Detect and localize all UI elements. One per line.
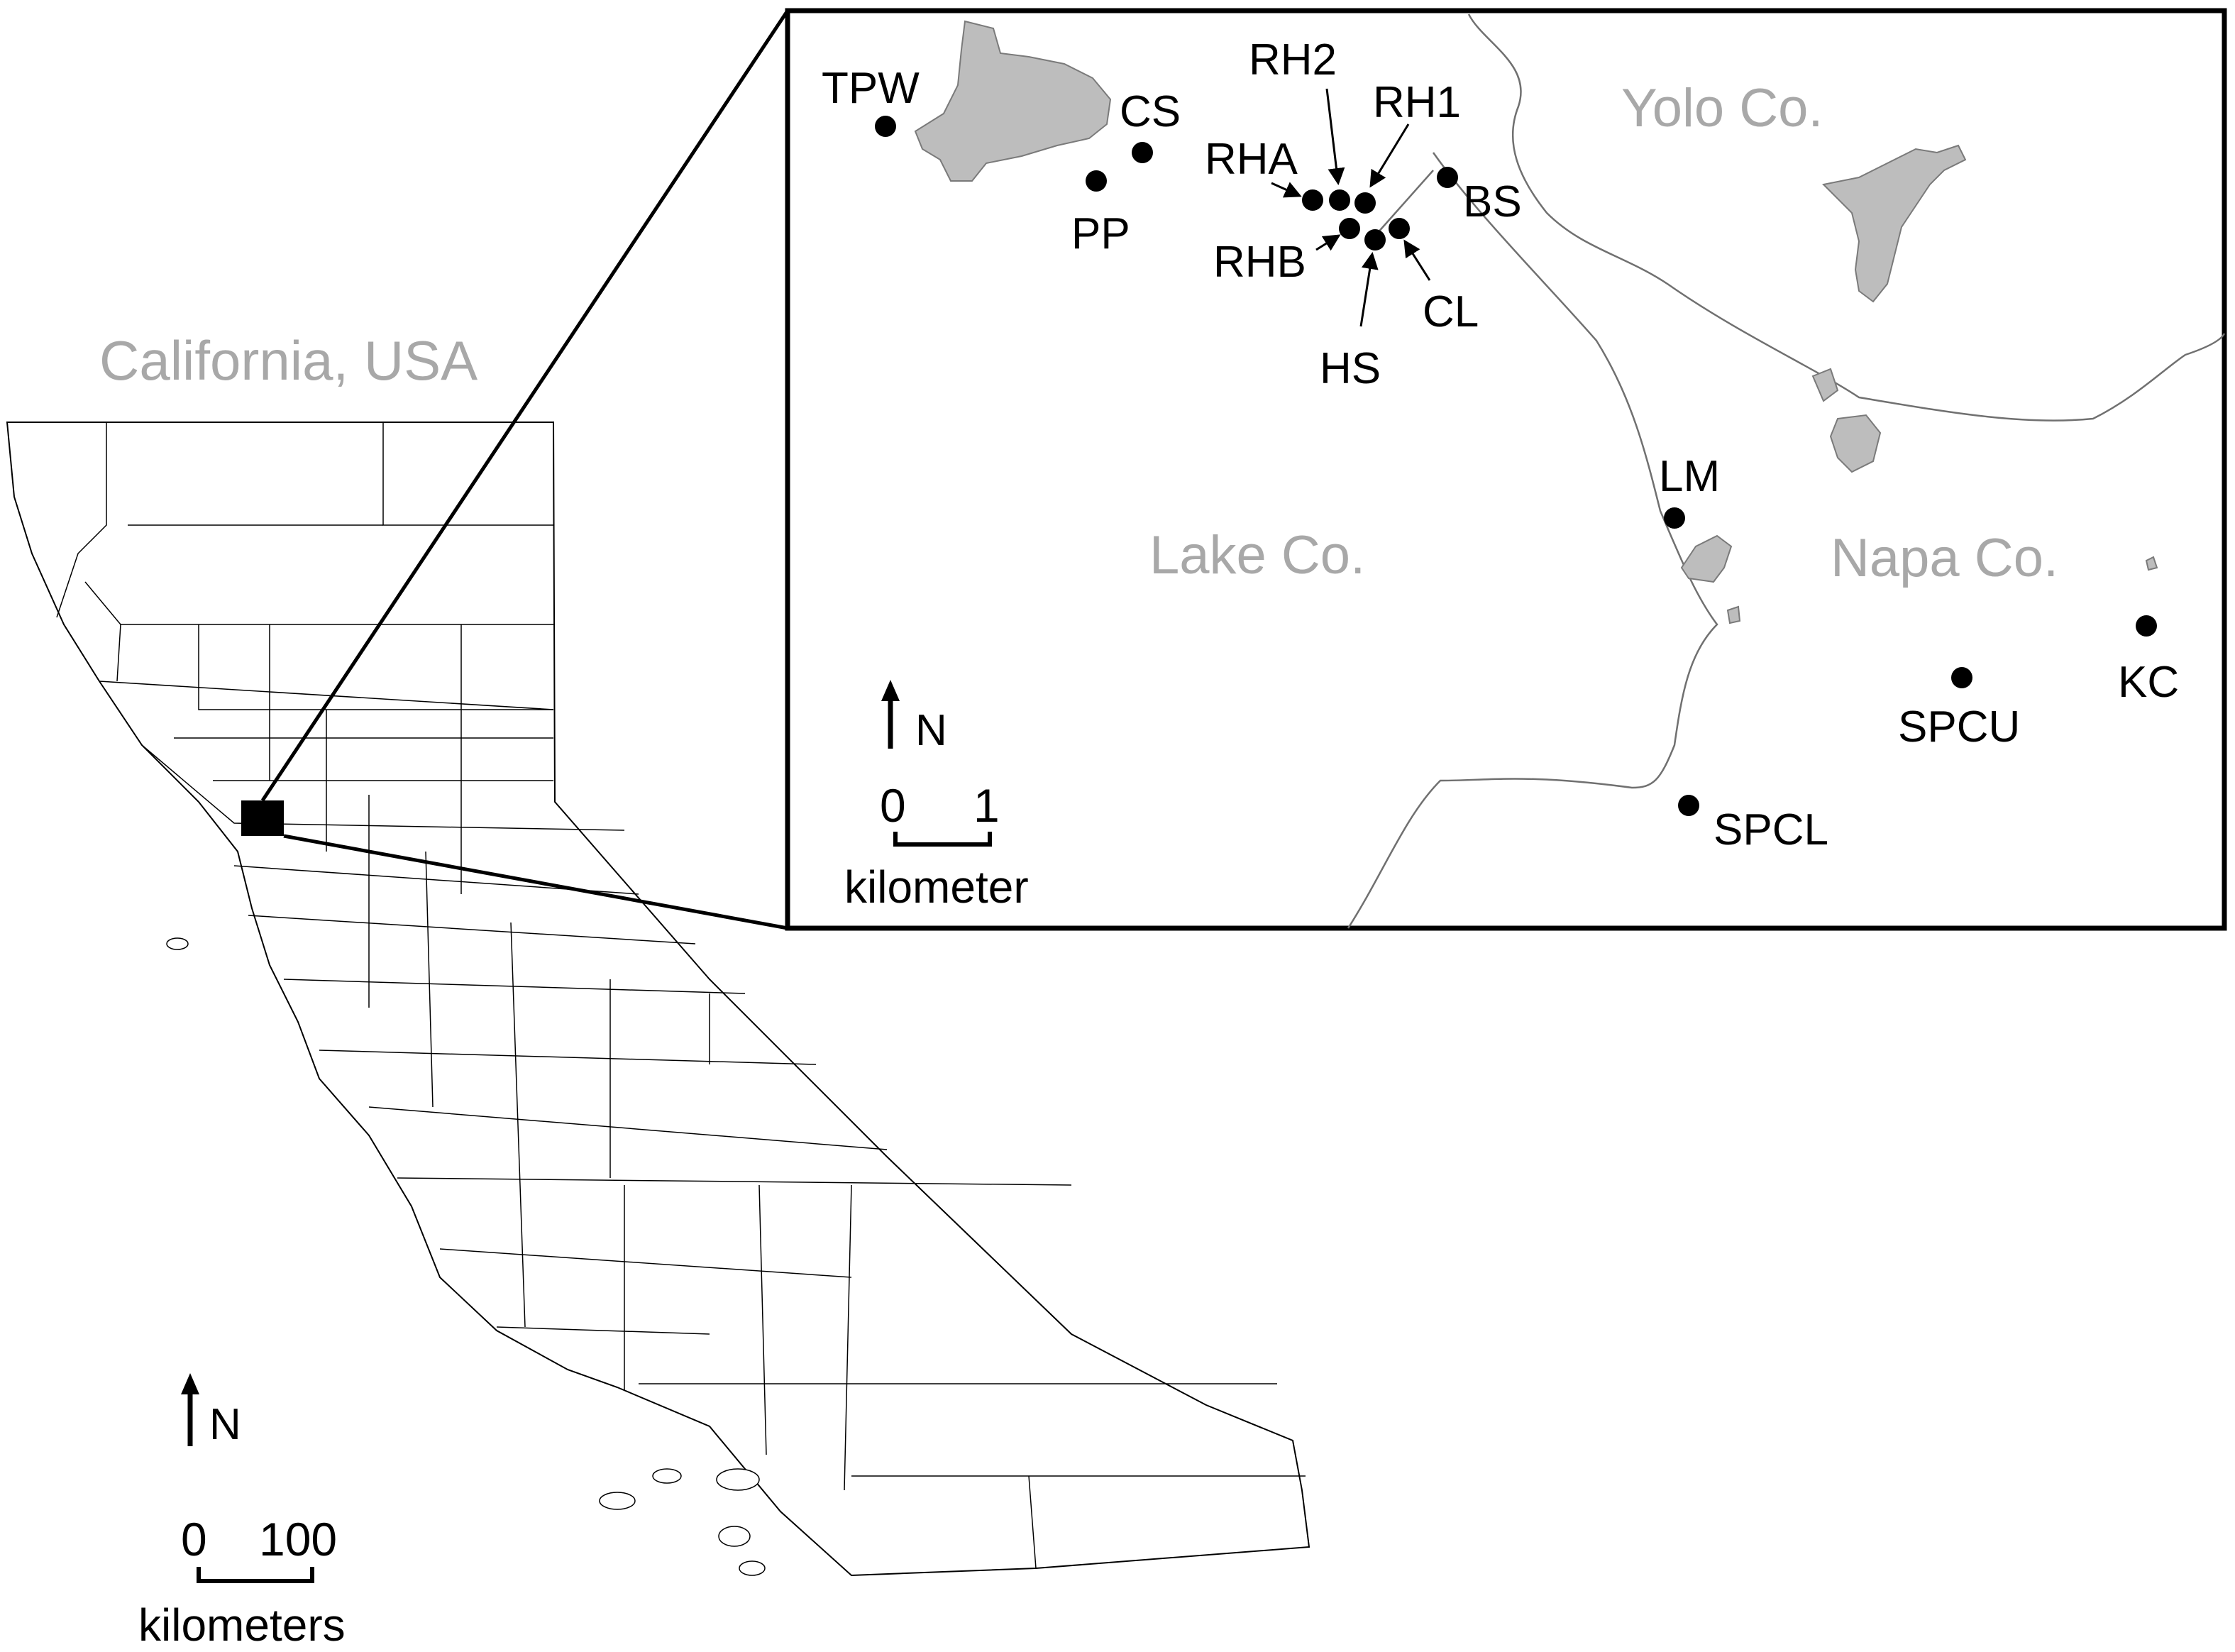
overview-title: California, USA xyxy=(99,329,478,392)
rhb-arrow xyxy=(1315,234,1341,251)
overview-scale-end: 100 xyxy=(259,1513,337,1565)
inset-north-label: N xyxy=(915,706,947,755)
inset-map: Yolo Co. Lake Co. Napa Co. xyxy=(785,8,2227,931)
site-markers xyxy=(875,116,2157,816)
channel-islands xyxy=(166,937,766,1576)
site-label-rh1: RH1 xyxy=(1373,78,1461,127)
site-marker-tpw xyxy=(875,116,896,137)
site-label-kc: KC xyxy=(2118,658,2179,707)
overview-north-label: N xyxy=(209,1400,241,1449)
site-label-spcl: SPCL xyxy=(1714,805,1828,854)
site-leader-arrows xyxy=(1271,88,1431,327)
site-marker-kc xyxy=(2136,615,2157,637)
site-label-rha: RHA xyxy=(1205,135,1298,184)
site-marker-pp xyxy=(1086,170,1107,192)
california-outline xyxy=(6,422,1310,1577)
rh1-arrow xyxy=(1369,123,1410,188)
cl-arrow xyxy=(1403,239,1431,281)
site-marker-bs xyxy=(1437,167,1458,188)
site-marker-rhb xyxy=(1339,218,1360,239)
site-label-rh2: RH2 xyxy=(1249,35,1337,84)
lake-county-label: Lake Co. xyxy=(1149,525,1365,585)
site-marker-hs xyxy=(1364,229,1386,250)
clear-lake-water xyxy=(914,20,1112,182)
inset-location-marker xyxy=(241,800,284,836)
site-marker-cl xyxy=(1389,218,1410,239)
site-marker-lm xyxy=(1664,507,1685,529)
site-marker-rh2 xyxy=(1329,189,1350,211)
site-label-spcu: SPCU xyxy=(1898,703,2020,751)
site-label-cl: CL xyxy=(1423,287,1479,336)
site-label-cs: CS xyxy=(1120,87,1181,136)
site-label-pp: PP xyxy=(1071,209,1130,258)
rha-arrow xyxy=(1271,182,1302,198)
hs-arrow xyxy=(1359,252,1379,327)
overview-scale-start: 0 xyxy=(181,1513,207,1565)
rh2-arrow xyxy=(1325,88,1345,185)
small-lake-1 xyxy=(1811,368,1839,402)
small-lake-2 xyxy=(1829,414,1882,473)
inset-north-arrow-icon xyxy=(881,680,900,701)
site-marker-spcl xyxy=(1678,795,1699,816)
inset-scale-start: 0 xyxy=(880,779,906,832)
north-arrow-icon xyxy=(181,1373,199,1394)
california-map xyxy=(6,9,1310,1577)
inset-frame xyxy=(785,8,2227,931)
site-marker-rha xyxy=(1302,189,1323,211)
inset-boundaries xyxy=(1347,13,2226,929)
inset-scale-unit: kilometer xyxy=(844,861,1029,913)
site-label-lm: LM xyxy=(1659,452,1720,501)
yolo-county-label: Yolo Co. xyxy=(1621,78,1823,138)
indian-valley-reservoir-water xyxy=(1821,144,1967,303)
overview-scale-unit: kilometers xyxy=(138,1599,346,1651)
site-label-bs: BS xyxy=(1463,177,1522,226)
site-marker-cs xyxy=(1132,142,1153,163)
county-boundaries xyxy=(56,422,1306,1569)
inset-scale-end: 1 xyxy=(973,779,1000,832)
site-label-rhb: RHB xyxy=(1213,238,1306,287)
small-lake-4 xyxy=(1726,605,1741,624)
napa-county-label: Napa Co. xyxy=(1831,528,2058,588)
small-lake-5 xyxy=(2145,556,2158,571)
small-lake-3 xyxy=(1680,534,1733,583)
overview-north-arrow: N xyxy=(181,1373,241,1449)
inset-leader-bottom xyxy=(283,834,788,930)
site-labels: TPW CS PP RH2 RH1 RHA RHB BS HS CL LM KC… xyxy=(822,35,2179,854)
site-marker-spcu xyxy=(1951,667,1972,688)
site-label-hs: HS xyxy=(1320,344,1381,393)
site-label-tpw: TPW xyxy=(822,64,920,113)
inset-leader-top xyxy=(260,9,790,802)
inset-water-bodies xyxy=(914,20,2158,624)
inset-scale-bar: 0 1 kilometer xyxy=(844,779,1029,913)
site-marker-rh1 xyxy=(1354,192,1376,214)
overview-scale-bar: 0 100 kilometers xyxy=(138,1513,346,1651)
inset-north-arrow: N xyxy=(881,680,947,755)
